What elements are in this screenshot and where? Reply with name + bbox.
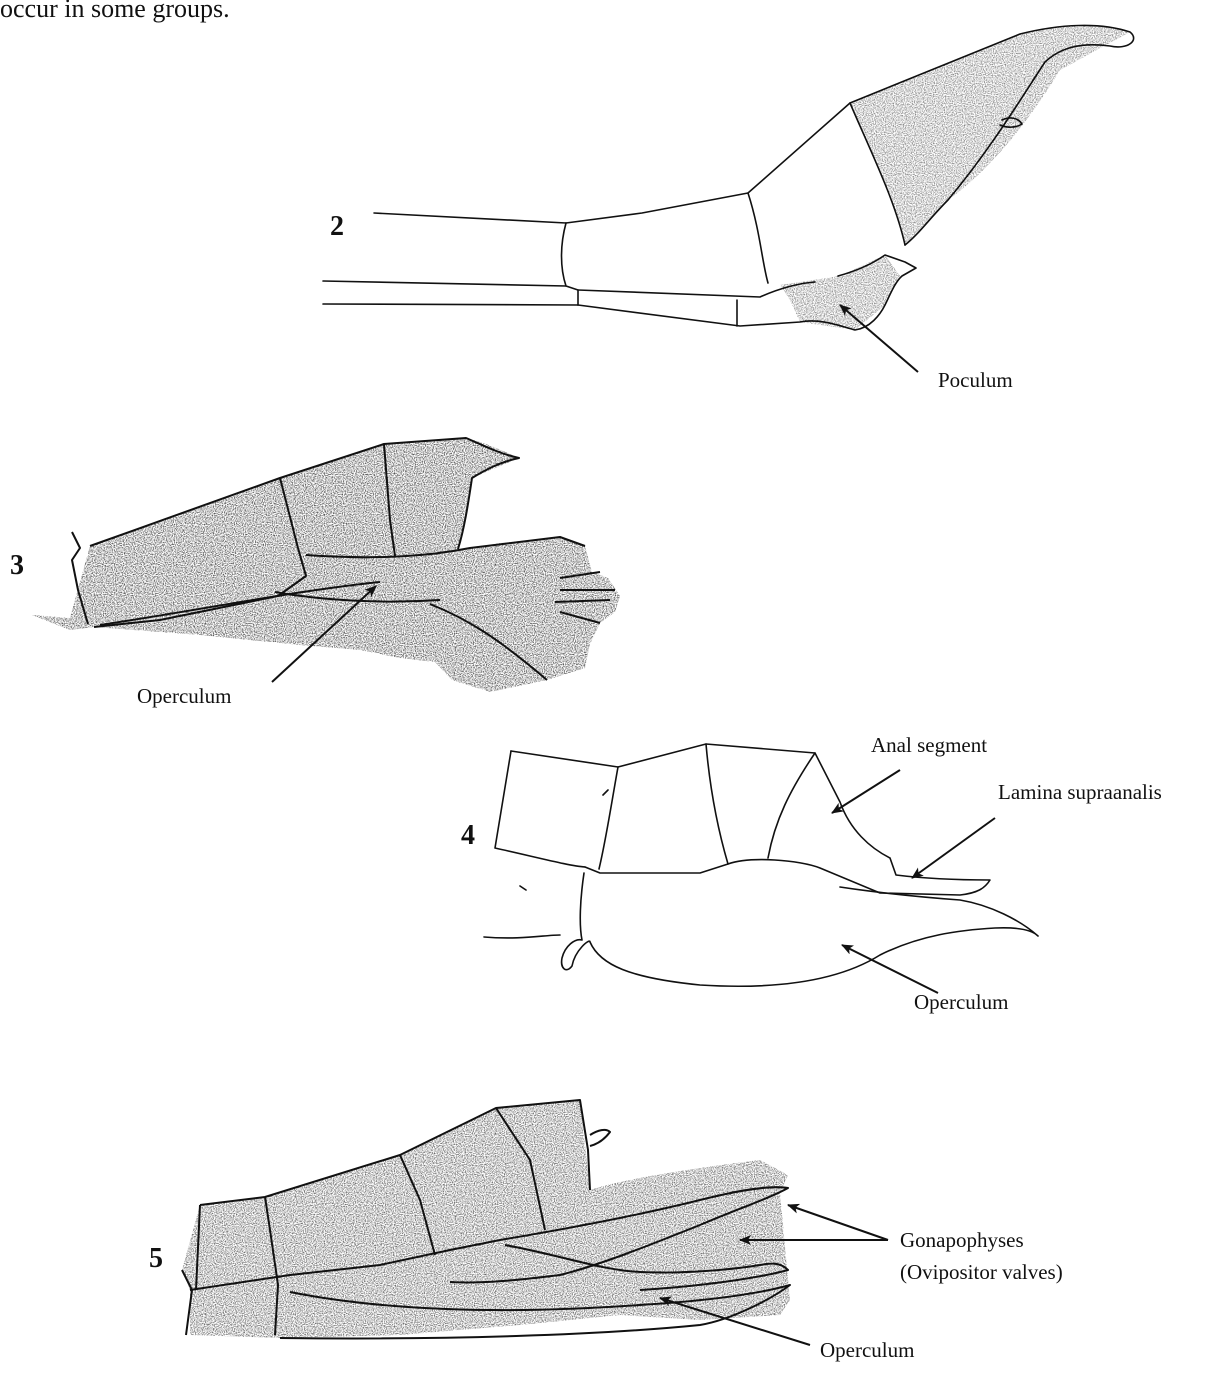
label-lamina-supraanalis: Lamina supraanalis [998,780,1162,805]
fig4-operculum-outline [562,873,1038,986]
caption-fragment: occur in some groups. [0,0,230,24]
label-anal-segment: Anal segment [871,733,987,758]
figure-number-2: 2 [330,211,344,243]
fig2-dorsal-line-seg8 [374,213,566,223]
label-poculum: Poculum [938,368,1013,393]
label-operculum-fig3: Operculum [137,684,231,709]
label-operculum-fig4: Operculum [914,990,1008,1015]
fig4-operculum-arrow [842,945,938,993]
figure-number-3: 3 [10,550,24,582]
label-operculum-fig5: Operculum [820,1338,914,1363]
fig4-lamina-arrow [912,818,995,878]
fig2-stipple [780,25,1130,330]
label-gonapophyses: Gonapophyses [900,1228,1024,1253]
figure-3-drawing [32,438,620,692]
fig5-gonapophyses-arrow-upper [788,1205,888,1240]
fig4-anal-segment-arrow [832,770,900,813]
figure-number-4: 4 [461,820,475,852]
figure-4-drawing [484,744,1038,986]
fig2-ventral-line [323,281,566,286]
figure-5-drawing [182,1100,790,1338]
label-ovipositor-valves: (Ovipositor valves) [900,1260,1063,1285]
figure-number-5: 5 [149,1243,163,1275]
